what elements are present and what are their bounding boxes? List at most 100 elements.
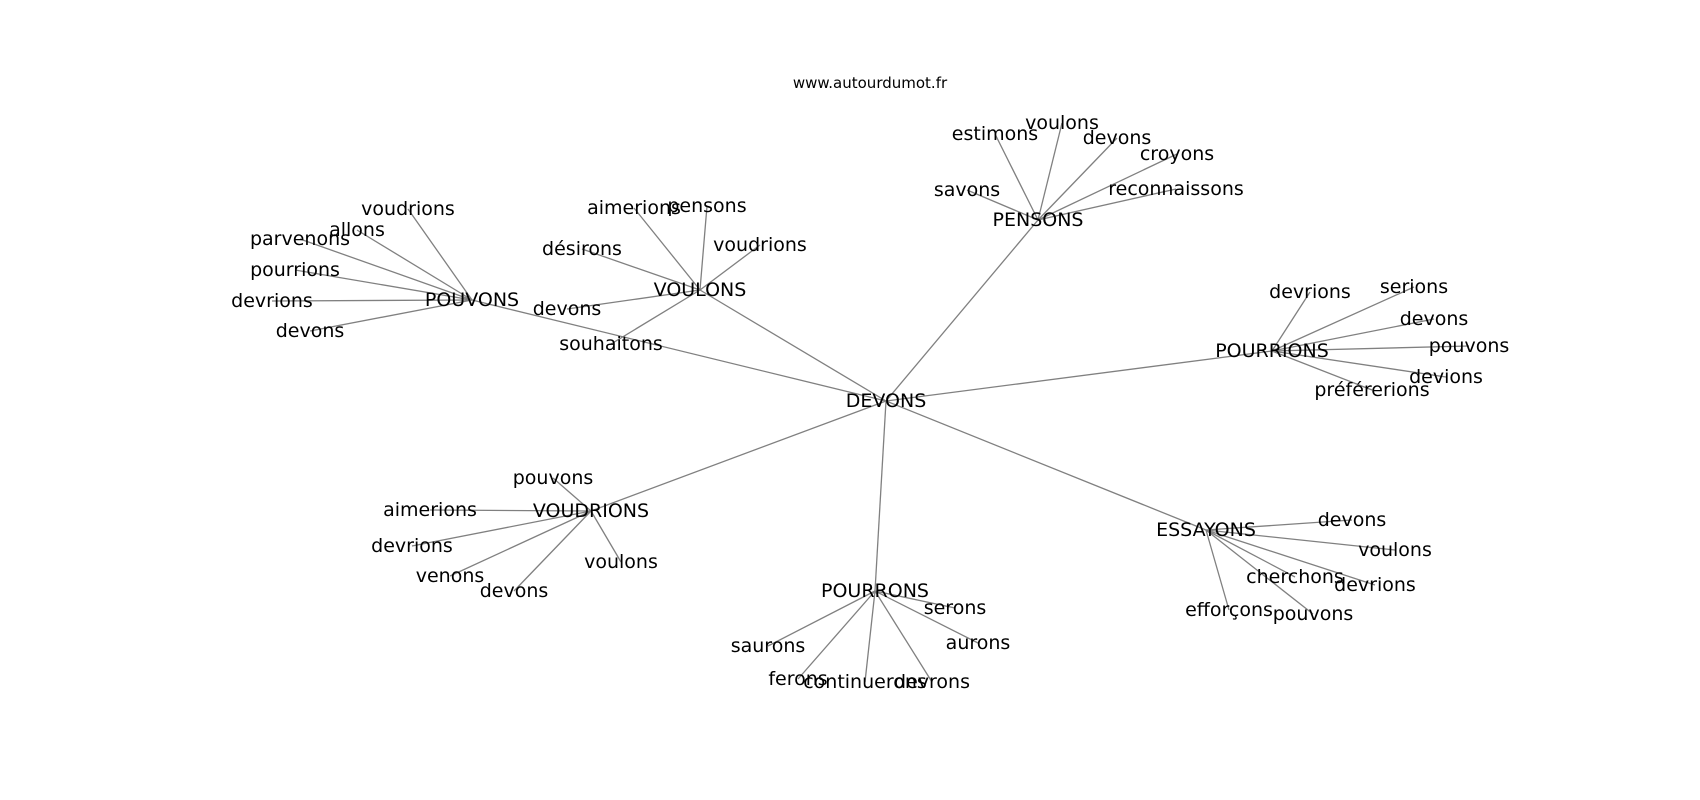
leaf-node-label: préférerions (1314, 379, 1429, 401)
edge-hub-1-leaf-4 (271, 299, 473, 302)
leaf-node-label: reconnaissons (1108, 178, 1244, 200)
edge-hub-3-leaf-0 (1271, 291, 1311, 352)
edge-hub-1-leaf-5 (309, 299, 473, 332)
edge-hub-0-leaf-1 (1037, 122, 1063, 221)
leaf-node-label: pouvons (513, 467, 594, 489)
leaf-node-label: devions (1409, 366, 1483, 388)
leaf-node-label: pouvons (1273, 603, 1354, 625)
leaf-node-label: venons (416, 565, 485, 587)
leaf-node-label: voulons (584, 551, 658, 573)
edge-hub-5-leaf-3 (797, 590, 876, 680)
leaf-node-label: désirons (542, 238, 622, 260)
edge-hub-0-leaf-4 (966, 189, 1039, 221)
edge-hub-2-leaf-0 (633, 207, 701, 291)
leaf-node-label: devons (480, 580, 549, 602)
labels-layer: DEVONSPENSONSestimonsvoulonsdevonscroyon… (231, 112, 1509, 693)
edge-hub-5-leaf-0 (874, 590, 956, 609)
leaf-node-label: devons (1318, 509, 1387, 531)
leaf-node-label: cherchons (1246, 566, 1344, 588)
edge-hub-1-leaf-0 (407, 208, 473, 301)
edge-center-hub-0 (885, 219, 1039, 402)
edge-hub-4-leaf-1 (429, 509, 592, 512)
edge-hub-6-leaf-1 (1205, 529, 1396, 551)
edge-hub-3-leaf-2 (1271, 318, 1435, 352)
edge-center-hub-1 (471, 299, 887, 402)
edge-hub-3-leaf-4 (1271, 350, 1447, 378)
leaf-node-label: devons (1400, 308, 1469, 330)
hub-node-label: ESSAYONS (1156, 519, 1256, 541)
hub-node-label: PENSONS (993, 209, 1084, 231)
leaf-node-label: aimerions (383, 499, 477, 521)
edge-hub-4-leaf-3 (449, 510, 592, 577)
edge-hub-1-leaf-1 (356, 229, 473, 301)
edge-hub-4-leaf-0 (552, 477, 592, 512)
leaf-node-label: ferons (768, 668, 827, 690)
leaf-node-label: continuerons (803, 671, 927, 693)
leaf-node-label: pouvons (1429, 335, 1510, 357)
leaf-node-label: aurons (946, 632, 1011, 654)
leaf-node-label: voudrions (713, 234, 807, 256)
edge-hub-0-leaf-2 (1037, 137, 1118, 221)
edge-hub-6-leaf-3 (1205, 529, 1376, 586)
leaf-node-label: allons (329, 219, 385, 241)
edge-hub-5-leaf-1 (767, 590, 876, 647)
edge-hub-6-leaf-4 (1205, 529, 1230, 611)
edge-hub-4-leaf-4 (513, 510, 592, 592)
edge-hub-3-leaf-5 (1271, 350, 1373, 391)
leaf-node-label: devons (533, 298, 602, 320)
edge-hub-6-leaf-0 (1205, 519, 1353, 531)
edge-hub-2-leaf-1 (699, 205, 708, 291)
edge-hub-6-leaf-5 (1205, 529, 1314, 615)
edge-hub-0-leaf-5 (1037, 188, 1177, 221)
hub-node-label: POURRIONS (1215, 340, 1329, 362)
edge-hub-4-leaf-2 (411, 510, 592, 547)
edge-hub-1-leaf-2 (299, 238, 473, 301)
leaf-node-label: aimerions (587, 197, 681, 219)
leaf-node-label: saurons (731, 635, 806, 657)
leaf-node-label: parvenons (250, 228, 350, 250)
edge-hub-2-leaf-2 (581, 248, 701, 291)
leaf-node-label: pensons (667, 195, 746, 217)
edge-hub-6-leaf-2 (1205, 529, 1296, 578)
edge-hub-1-leaf-3 (294, 269, 473, 301)
edge-hub-2-leaf-3 (699, 244, 761, 291)
hub-node-label: POURRONS (821, 580, 929, 602)
edges-layer (271, 122, 1470, 683)
leaf-node-label: devrions (1269, 281, 1351, 303)
leaf-node-label: souhaitons (559, 333, 663, 355)
hub-node-label: POUVONS (425, 289, 519, 311)
edge-center-hub-4 (590, 400, 887, 512)
leaf-node-label: voulons (1358, 539, 1432, 561)
hub-node-label: VOULONS (654, 279, 747, 301)
edge-hub-3-leaf-3 (1271, 345, 1470, 352)
edge-center-hub-6 (885, 400, 1207, 531)
leaf-node-label: voudrions (361, 198, 455, 220)
hub-node-label: VOUDRIONS (533, 500, 649, 522)
leaf-node-label: devons (276, 320, 345, 342)
edge-hub-4-leaf-5 (590, 510, 622, 563)
edge-hub-3-leaf-1 (1271, 286, 1415, 352)
leaf-node-label: devrions (1334, 574, 1416, 596)
edge-hub-5-leaf-4 (864, 590, 876, 683)
leaf-node-label: efforçons (1185, 599, 1273, 621)
edge-hub-0-leaf-3 (1037, 153, 1178, 221)
leaf-node-label: voulons (1025, 112, 1099, 134)
leaf-node-label: serons (924, 597, 987, 619)
leaf-node-label: estimons (952, 123, 1038, 145)
leaf-node-label: devrions (231, 290, 313, 312)
leaf-node-label: devons (1083, 127, 1152, 149)
edge-hub-2-leaf-5 (610, 289, 701, 345)
leaf-node-label: serions (1380, 276, 1448, 298)
edge-center-hub-5 (874, 400, 887, 592)
edge-hub-5-leaf-2 (874, 590, 979, 644)
edge-center-hub-2 (699, 289, 887, 402)
edge-hub-5-leaf-5 (874, 590, 933, 683)
center-node-label: DEVONS (846, 390, 927, 412)
leaf-node-label: pourrions (250, 259, 340, 281)
leaf-node-label: devrions (371, 535, 453, 557)
leaf-node-label: devrons (894, 671, 970, 693)
edge-center-hub-3 (885, 350, 1273, 402)
leaf-node-label: savons (934, 179, 1000, 201)
edge-hub-2-leaf-4 (566, 289, 701, 310)
